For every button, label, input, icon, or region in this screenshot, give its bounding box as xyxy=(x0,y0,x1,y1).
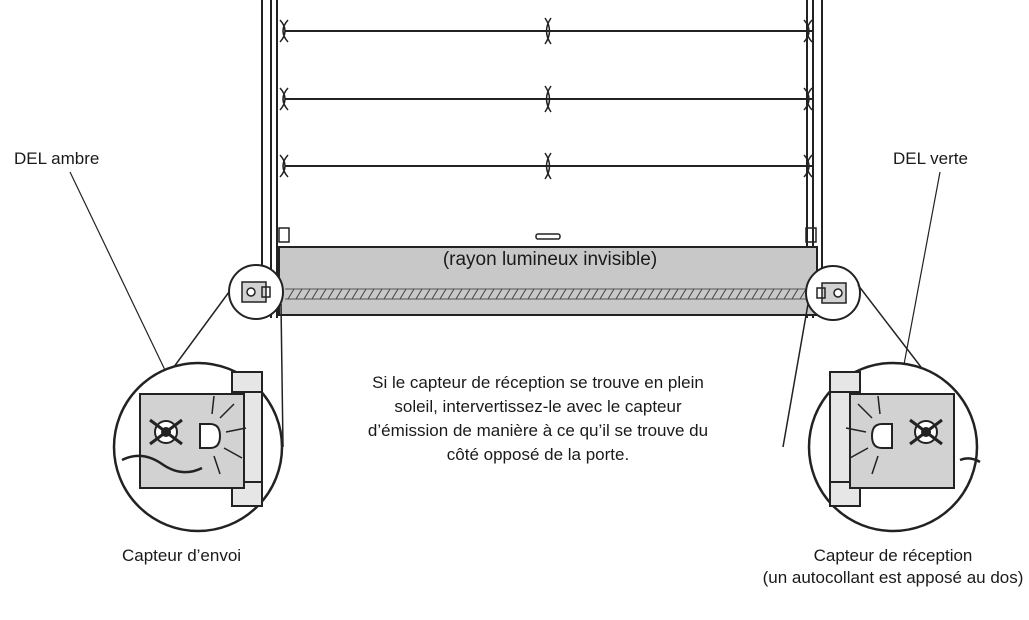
left-sensor-small xyxy=(228,264,284,320)
green-led-glow xyxy=(845,395,881,475)
green-led-label: DEL verte xyxy=(893,149,968,168)
receive-sensor-caption: Capteur de réception (un autocollant est… xyxy=(758,545,1028,589)
sunlight-note-line: Si le capteur de réception se trouve en … xyxy=(372,373,704,392)
beam-hatch-ticks xyxy=(287,288,807,300)
sunlight-note-line: côté opposé de la porte. xyxy=(446,445,630,464)
amber-led-label: DEL ambre xyxy=(14,149,100,168)
receive-sensor-magnified xyxy=(807,361,981,533)
right-sensor-small xyxy=(805,265,861,321)
sunlight-note-line: soleil, intervertissez-le avec le capteu… xyxy=(394,397,682,416)
beam-hatch xyxy=(285,288,812,300)
door-bottom-details xyxy=(278,227,817,243)
receive-sensor-caption-note: (un autocollant est apposé au dos) xyxy=(762,568,1024,587)
send-sensor-caption: Capteur d’envoi xyxy=(122,546,242,565)
receive-sensor-caption-title: Capteur de réception xyxy=(813,546,973,565)
invisible-beam-label: (rayon lumineux invisible) xyxy=(442,249,658,270)
sunlight-note-line: d’émission de manière à ce qu’il se trou… xyxy=(367,421,709,440)
door-hinges xyxy=(279,17,813,180)
beam-zone xyxy=(278,246,818,316)
sunlight-note: Si le capteur de réception se trouve en … xyxy=(318,371,758,467)
amber-led-glow xyxy=(211,395,247,475)
send-sensor-magnified xyxy=(112,361,284,533)
